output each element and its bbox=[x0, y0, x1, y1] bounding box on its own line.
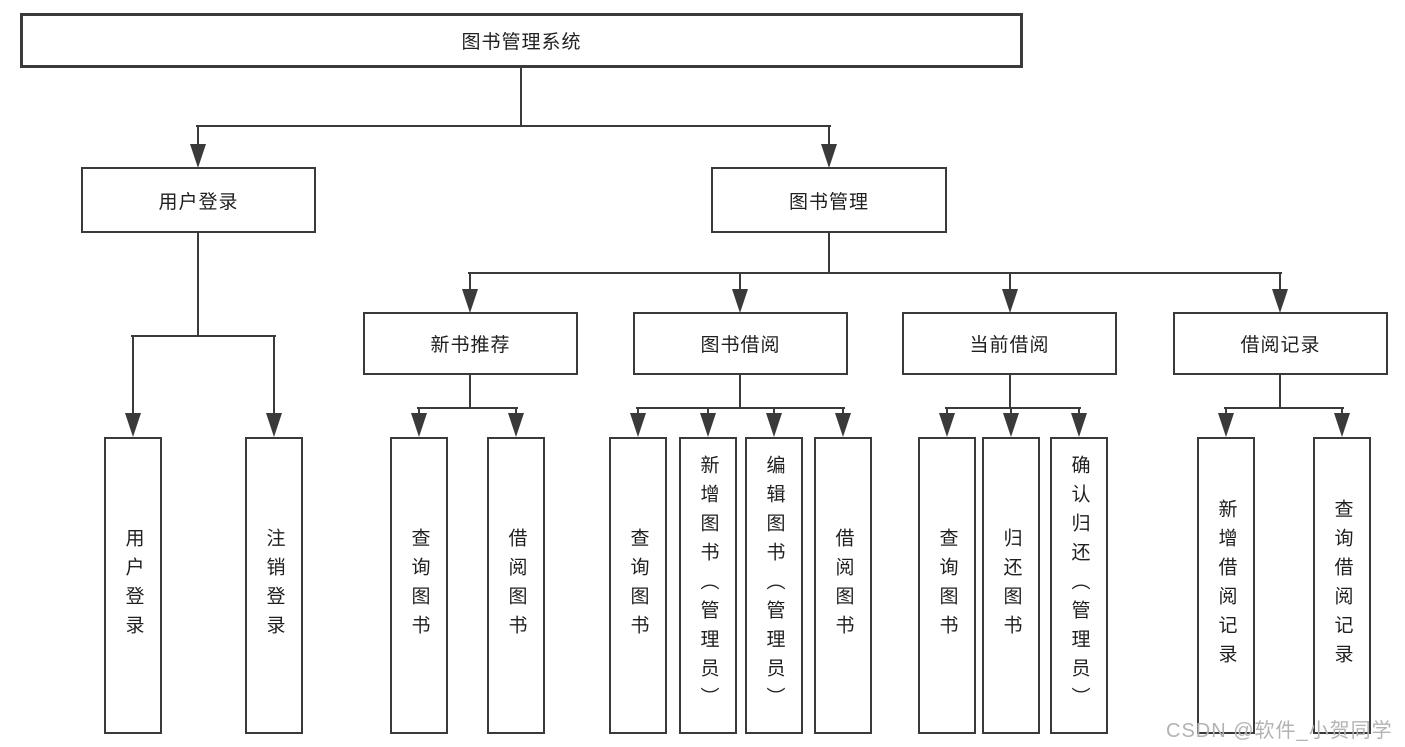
connector-line bbox=[636, 407, 845, 409]
connector-arrowhead bbox=[1071, 413, 1087, 437]
connector-arrow-stem bbox=[515, 408, 517, 415]
leaf-borrow-book-1: 借阅图书 bbox=[487, 437, 545, 734]
connector-arrow-stem bbox=[637, 408, 639, 415]
connector-arrow-stem bbox=[469, 272, 471, 291]
node-new-book-recommend: 新书推荐 bbox=[363, 312, 578, 375]
connector-arrowhead bbox=[766, 413, 782, 437]
leaf-query-book-3: 查询图书 bbox=[918, 437, 976, 734]
connector-arrowhead bbox=[821, 144, 837, 168]
leaf-label: 注销登录 bbox=[263, 527, 285, 644]
node-borrow-records: 借阅记录 bbox=[1173, 312, 1388, 375]
connector-arrow-stem bbox=[707, 408, 709, 415]
connector-arrow-stem bbox=[1078, 408, 1080, 415]
leaf-query-book-2: 查询图书 bbox=[609, 437, 667, 734]
connector-line bbox=[196, 125, 831, 127]
leaf-borrow-book-2: 借阅图书 bbox=[814, 437, 872, 734]
connector-line bbox=[417, 407, 518, 409]
connector-line bbox=[131, 335, 276, 337]
connector-arrowhead bbox=[266, 413, 282, 437]
connector-arrow-stem bbox=[1279, 272, 1281, 291]
connector-arrow-stem bbox=[197, 126, 199, 146]
connector-line bbox=[520, 66, 522, 127]
connector-arrowhead bbox=[508, 413, 524, 437]
connector-line bbox=[1009, 373, 1011, 409]
leaf-label: 新增借阅记录 bbox=[1215, 498, 1237, 673]
connector-arrow-stem bbox=[773, 408, 775, 415]
leaf-label: 查询图书 bbox=[627, 527, 649, 644]
connector-arrowhead bbox=[1218, 413, 1234, 437]
connector-arrowhead bbox=[1272, 289, 1288, 313]
connector-arrowhead bbox=[835, 413, 851, 437]
connector-line bbox=[945, 407, 1081, 409]
leaf-label: 查询图书 bbox=[408, 527, 430, 644]
connector-line bbox=[468, 272, 1282, 274]
connector-arrow-stem bbox=[1009, 272, 1011, 291]
leaf-confirm-return-admin: 确认归还（管理员） bbox=[1050, 437, 1108, 734]
leaf-label: 借阅图书 bbox=[505, 527, 527, 644]
node-user-login: 用户登录 bbox=[81, 167, 316, 233]
node-root: 图书管理系统 bbox=[20, 13, 1023, 68]
leaf-return-book: 归还图书 bbox=[982, 437, 1040, 734]
node-current-borrow: 当前借阅 bbox=[902, 312, 1117, 375]
leaf-edit-book-admin: 编辑图书（管理员） bbox=[745, 437, 803, 734]
leaf-label: 查询借阅记录 bbox=[1331, 498, 1353, 673]
connector-arrowhead bbox=[939, 413, 955, 437]
connector-arrow-stem bbox=[739, 272, 741, 291]
leaf-logout: 注销登录 bbox=[245, 437, 303, 734]
leaf-label: 用户登录 bbox=[122, 527, 144, 644]
leaf-add-borrow-record: 新增借阅记录 bbox=[1197, 437, 1255, 734]
connector-line bbox=[828, 231, 830, 274]
connector-arrow-stem bbox=[842, 408, 844, 415]
connector-arrowhead bbox=[1334, 413, 1350, 437]
leaf-label: 编辑图书（管理员） bbox=[763, 455, 785, 716]
connector-line bbox=[739, 373, 741, 409]
connector-arrowhead bbox=[700, 413, 716, 437]
connector-arrowhead bbox=[411, 413, 427, 437]
connector-arrow-stem bbox=[1225, 408, 1227, 415]
connector-arrowhead bbox=[630, 413, 646, 437]
connector-arrow-stem bbox=[418, 408, 420, 415]
connector-line bbox=[469, 373, 471, 409]
leaf-add-book-admin: 新增图书（管理员） bbox=[679, 437, 737, 734]
connector-arrowhead bbox=[1002, 289, 1018, 313]
connector-arrowhead bbox=[1003, 413, 1019, 437]
connector-arrow-stem bbox=[273, 336, 275, 415]
connector-line bbox=[1224, 407, 1344, 409]
leaf-label: 借阅图书 bbox=[832, 527, 854, 644]
leaf-label: 新增图书（管理员） bbox=[697, 455, 719, 716]
connector-arrow-stem bbox=[828, 126, 830, 146]
connector-line bbox=[197, 231, 199, 337]
connector-arrow-stem bbox=[1341, 408, 1343, 415]
leaf-label: 确认归还（管理员） bbox=[1068, 455, 1090, 716]
watermark: CSDN @软件_小贺同学 bbox=[1166, 720, 1393, 742]
leaf-query-book-1: 查询图书 bbox=[390, 437, 448, 734]
leaf-user-login: 用户登录 bbox=[104, 437, 162, 734]
connector-arrowhead bbox=[125, 413, 141, 437]
leaf-label: 归还图书 bbox=[1000, 527, 1022, 644]
connector-line bbox=[1279, 373, 1281, 409]
leaf-label: 查询图书 bbox=[936, 527, 958, 644]
connector-arrowhead bbox=[190, 144, 206, 168]
connector-arrowhead bbox=[462, 289, 478, 313]
leaf-query-borrow-record: 查询借阅记录 bbox=[1313, 437, 1371, 734]
node-book-management: 图书管理 bbox=[711, 167, 947, 233]
connector-arrow-stem bbox=[1010, 408, 1012, 415]
connector-arrowhead bbox=[732, 289, 748, 313]
connector-arrow-stem bbox=[132, 336, 134, 415]
connector-arrow-stem bbox=[946, 408, 948, 415]
node-book-borrow: 图书借阅 bbox=[633, 312, 848, 375]
